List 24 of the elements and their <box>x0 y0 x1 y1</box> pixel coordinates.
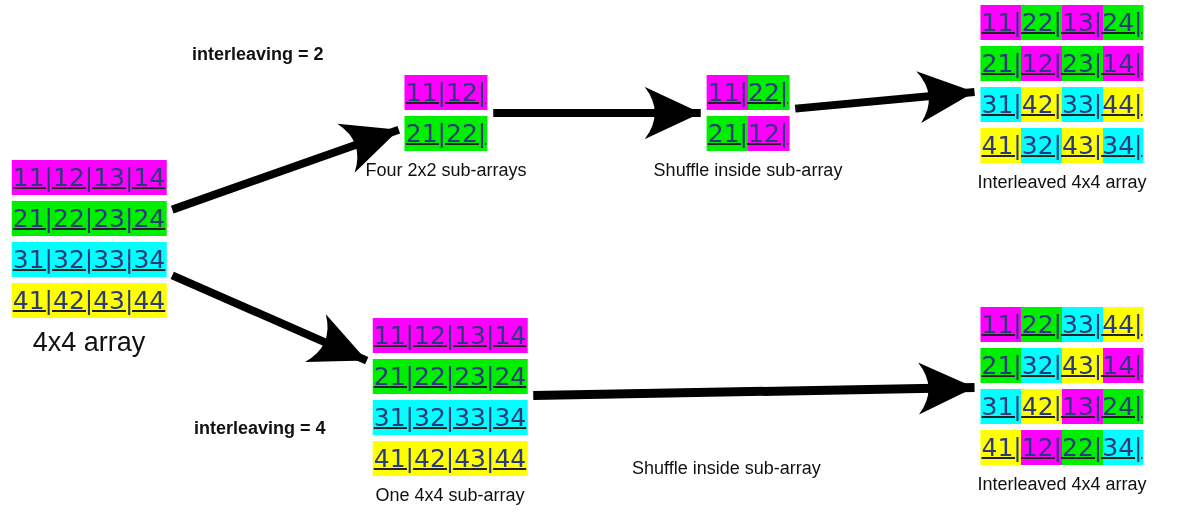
array-row: 41|42|43|44 <box>372 441 528 476</box>
array-row: 11|22|13|24| <box>980 5 1144 40</box>
array-caption: 4x4 array <box>32 327 146 358</box>
array-row: 41|12|22|34| <box>980 430 1144 465</box>
array-caption: Four 2x2 sub-arrays <box>365 160 527 181</box>
array-row: 21|22| <box>404 116 488 151</box>
array-row: 31|32|33|34 <box>11 242 167 277</box>
array-row: 41|42|43|44 <box>11 283 167 318</box>
array-row: 11|12|13|14 <box>372 318 528 353</box>
array-row: 21|22|23|24 <box>372 359 528 394</box>
array-caption: Interleaved 4x4 array <box>977 172 1147 193</box>
edge-label: Shuffle inside sub-array <box>632 458 821 479</box>
array-row: 11|12|13|14 <box>11 160 167 195</box>
array-caption: One 4x4 sub-array <box>375 485 525 506</box>
array-caption: Interleaved 4x4 array <box>977 474 1147 495</box>
array-row: 21|22|23|24 <box>11 201 167 236</box>
array-row: 11|22|33|44| <box>980 307 1144 342</box>
edge-label: interleaving = 2 <box>192 44 324 65</box>
array-row: 21|32|43|14| <box>980 348 1144 383</box>
array-row: 31|42|13|24| <box>980 389 1144 424</box>
array-row: 31|32|33|34 <box>372 400 528 435</box>
array-row: 11|12| <box>404 75 488 110</box>
edge-label: interleaving = 4 <box>194 418 326 439</box>
array-caption: Shuffle inside sub-array <box>653 160 843 181</box>
